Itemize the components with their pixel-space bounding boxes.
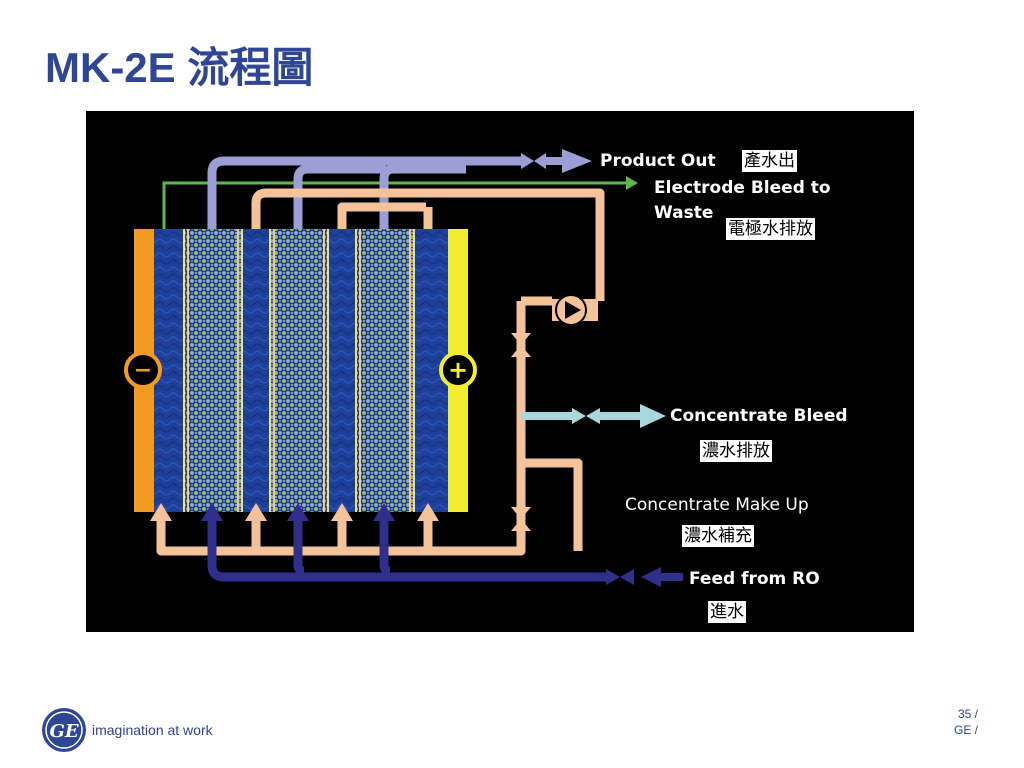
ge-logo-icon: GE (42, 708, 86, 752)
label-concentrate-bleed: Concentrate Bleed (670, 406, 848, 426)
concentrate-pump[interactable] (521, 294, 598, 326)
page-org: GE / (953, 723, 978, 737)
electrode-bleed-line (162, 176, 638, 229)
ge-logo: GE (40, 706, 88, 758)
dilute-chamber-2 (270, 229, 328, 512)
feed-inlet-arrows (201, 503, 395, 521)
page-number: 35 / GE / (954, 706, 978, 738)
label-electrode-bleed-zh: 電極水排放 (726, 218, 815, 240)
slide-title: MK-2E 流程圖 (45, 44, 314, 91)
label-electrode-bleed-1: Electrode Bleed to (654, 178, 831, 198)
concentrate-bleed-arrow (640, 404, 666, 428)
label-concentrate-bleed-zh: 濃水排放 (700, 440, 772, 462)
mk2e-flow-diagram: − + Product Out 產水出 Electrode Bleed to W… (86, 111, 914, 632)
label-concentrate-makeup-zh: 濃水補充 (682, 525, 754, 547)
negative-electrode-icon: − (124, 351, 162, 389)
label-product-out: Product Out (600, 151, 716, 171)
label-electrode-bleed-2: Waste (654, 203, 714, 223)
ed-stack (134, 229, 468, 512)
positive-electrode-icon: + (439, 351, 477, 389)
product-out-lines (207, 156, 521, 229)
page-number-value: 35 / (957, 707, 978, 721)
label-product-out-zh: 產水出 (742, 150, 797, 172)
feed-valve[interactable] (606, 567, 683, 587)
product-arrow (562, 149, 592, 173)
dilute-chamber-3 (356, 229, 414, 512)
recirc-valve-top[interactable] (511, 333, 531, 357)
concentrate-inlet-arrows (150, 503, 439, 521)
label-concentrate-makeup: Concentrate Make Up (625, 495, 809, 515)
concentrate-loop (156, 188, 605, 556)
recirc-valve-bottom[interactable] (511, 507, 531, 531)
dilute-chamber-1 (184, 229, 242, 512)
feed-lines (207, 512, 606, 582)
svg-text:GE: GE (49, 721, 78, 742)
label-feed-from-ro: Feed from RO (689, 569, 820, 589)
svg-text:+: + (448, 356, 468, 384)
tagline: imagination at work (92, 722, 213, 738)
flow-diagram-graphic: − + (124, 149, 683, 587)
product-valve (521, 149, 592, 173)
concentrate-bleed-line (521, 404, 666, 428)
svg-text:−: − (134, 358, 152, 383)
feed-arrow (641, 567, 661, 587)
label-feed-from-ro-zh: 進水 (708, 601, 746, 623)
